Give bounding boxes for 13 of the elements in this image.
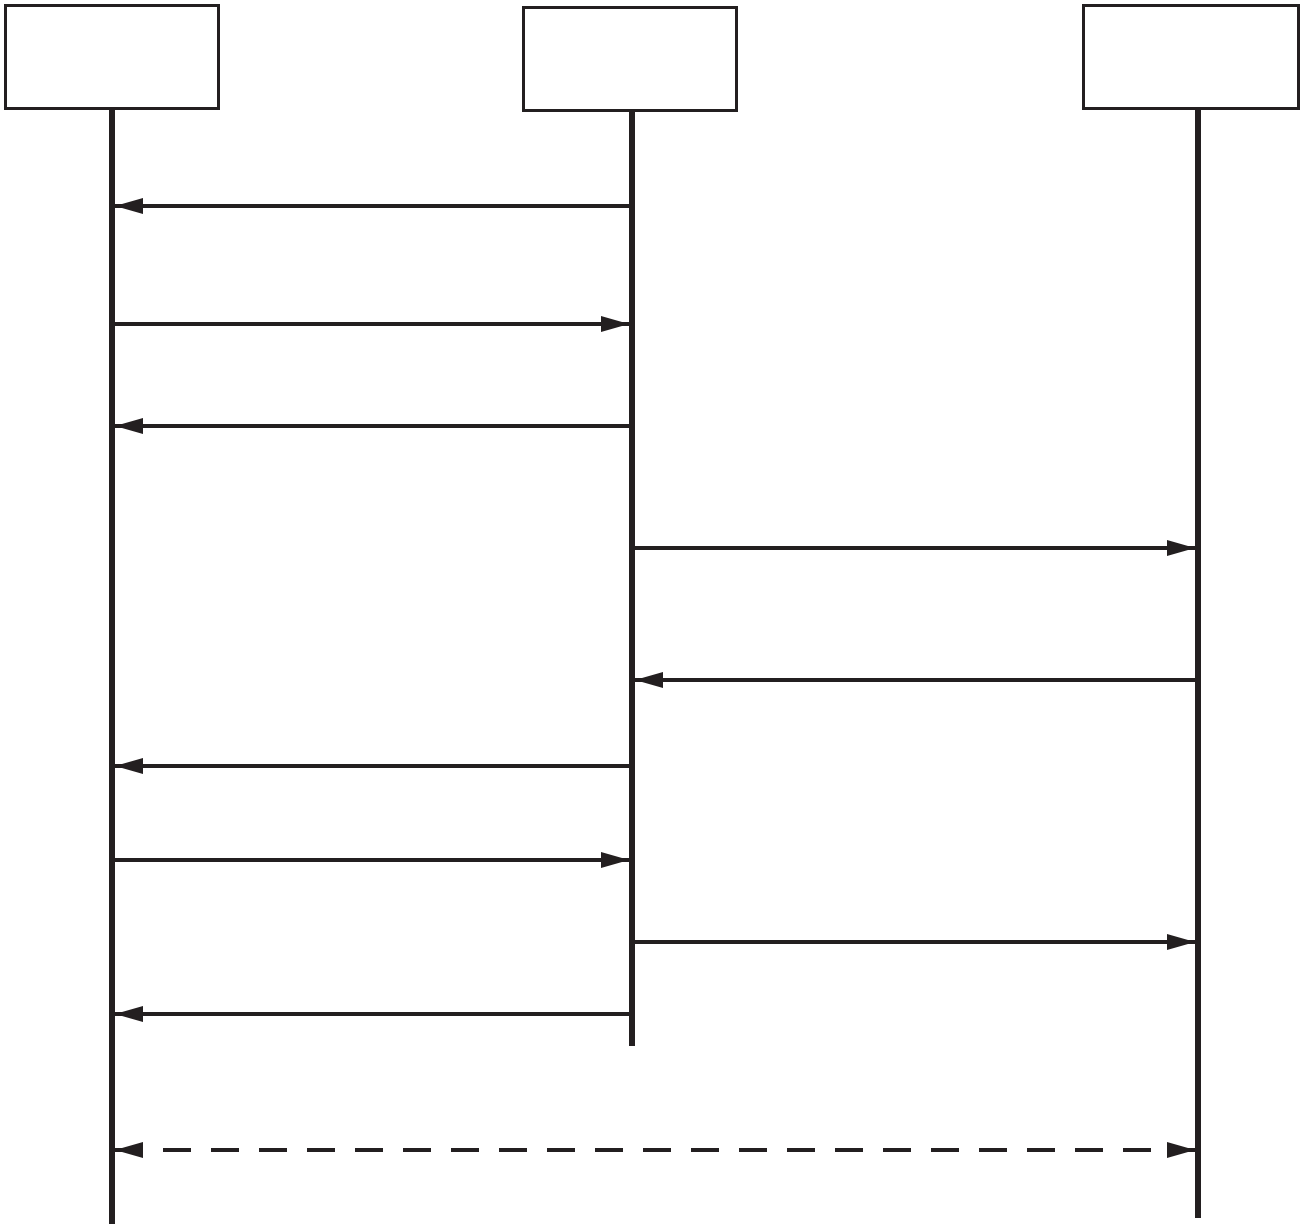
lifeline <box>1082 4 1300 1218</box>
dashed-double-arrow <box>115 1142 1195 1158</box>
arrow <box>635 934 1195 950</box>
lifeline <box>4 4 220 1224</box>
arrow <box>115 852 629 868</box>
arrow <box>115 198 629 214</box>
arrow <box>635 672 1195 688</box>
arrow <box>635 540 1195 556</box>
lifeline <box>522 6 738 1046</box>
arrow <box>115 1006 629 1022</box>
arrow <box>115 418 629 434</box>
arrow <box>115 758 629 774</box>
arrow <box>115 316 629 332</box>
